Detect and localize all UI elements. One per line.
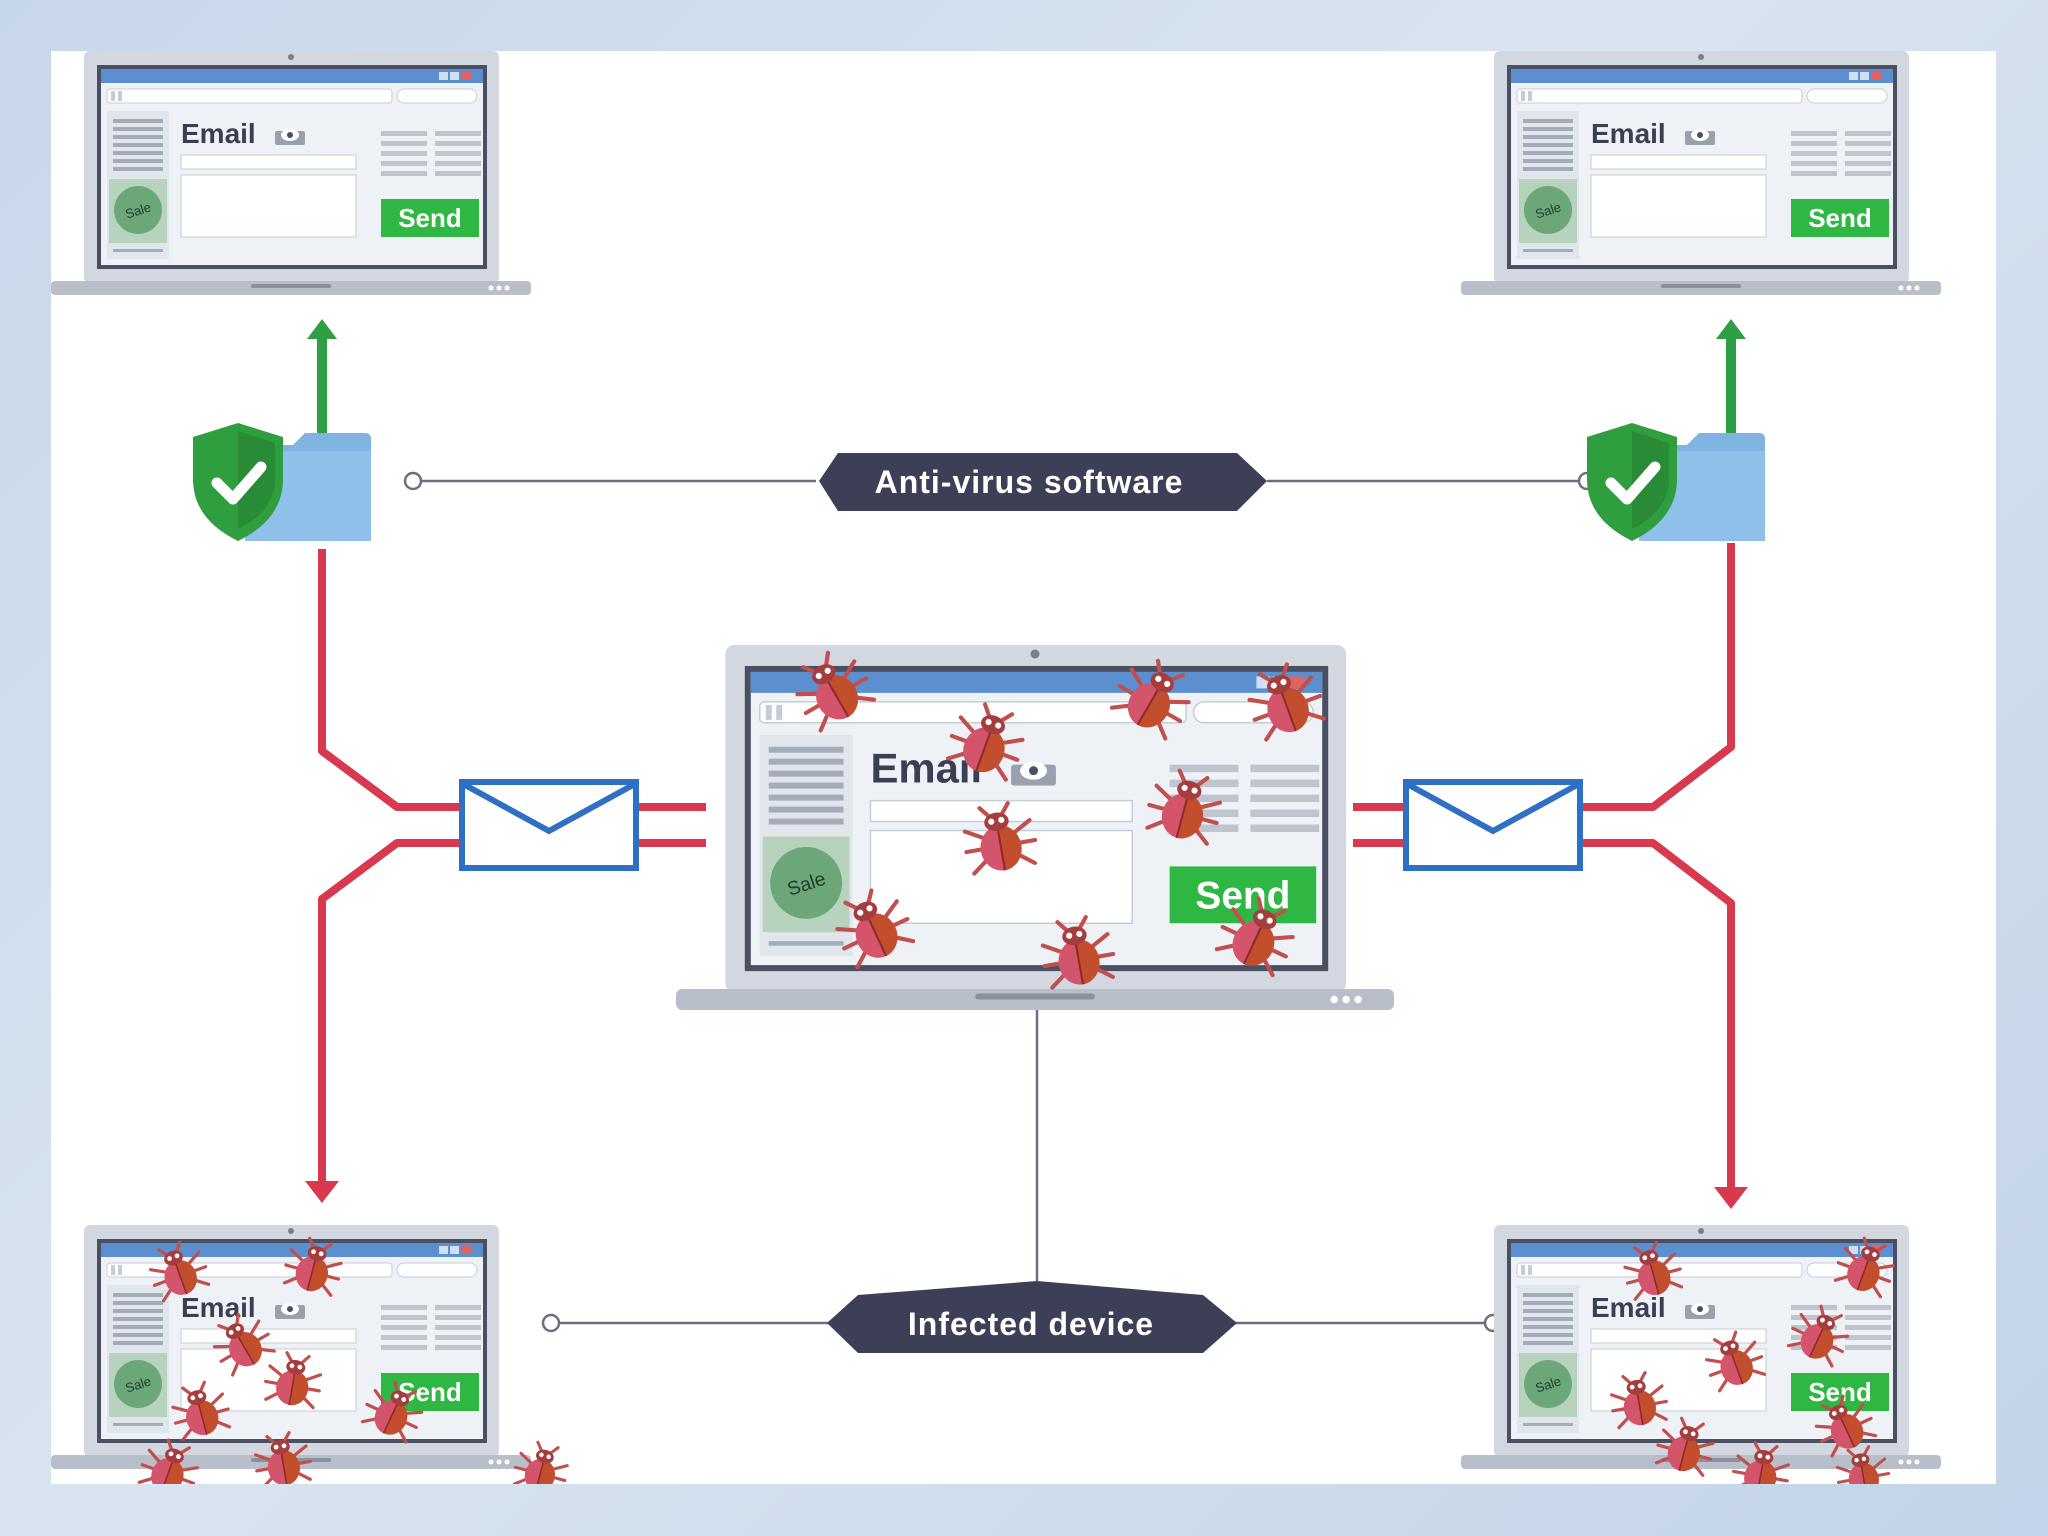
line-right-upper: [1353, 543, 1735, 811]
arrow-up-left-head: [307, 319, 337, 339]
line-left-lower: [318, 839, 706, 1181]
arrowhead-down-left: [305, 1181, 339, 1203]
envelope-left-icon: [462, 782, 636, 868]
arrow-up-right-head: [1716, 319, 1746, 339]
antivirus-label-tag: Anti-virus software: [819, 453, 1267, 511]
laptop-top-right: [1461, 51, 1941, 296]
laptop-bottom-left: [51, 1225, 531, 1470]
clean-arrows: [307, 319, 1746, 505]
line-right-lower: [1353, 839, 1735, 1187]
arrow-up-right-shaft: [1726, 335, 1736, 505]
svg-text:Anti-virus software: Anti-virus software: [875, 464, 1184, 500]
arrowhead-down-right: [1714, 1187, 1748, 1209]
shield-folder-left-icon: [193, 423, 371, 541]
svg-text:Infected device: Infected device: [908, 1306, 1154, 1342]
line-left-upper: [318, 549, 706, 811]
envelope-right-icon: [1406, 782, 1580, 868]
label-connectors: [413, 479, 1587, 1325]
arrow-up-left-shaft: [317, 335, 327, 505]
laptop-top-left: [51, 51, 531, 296]
infection-arrowheads: [305, 1181, 1748, 1209]
diagram-canvas: Sale Email Send: [51, 51, 1996, 1484]
infected-label-tag: Infected device: [827, 1281, 1237, 1353]
shield-folder-right-icon: [1587, 423, 1765, 541]
